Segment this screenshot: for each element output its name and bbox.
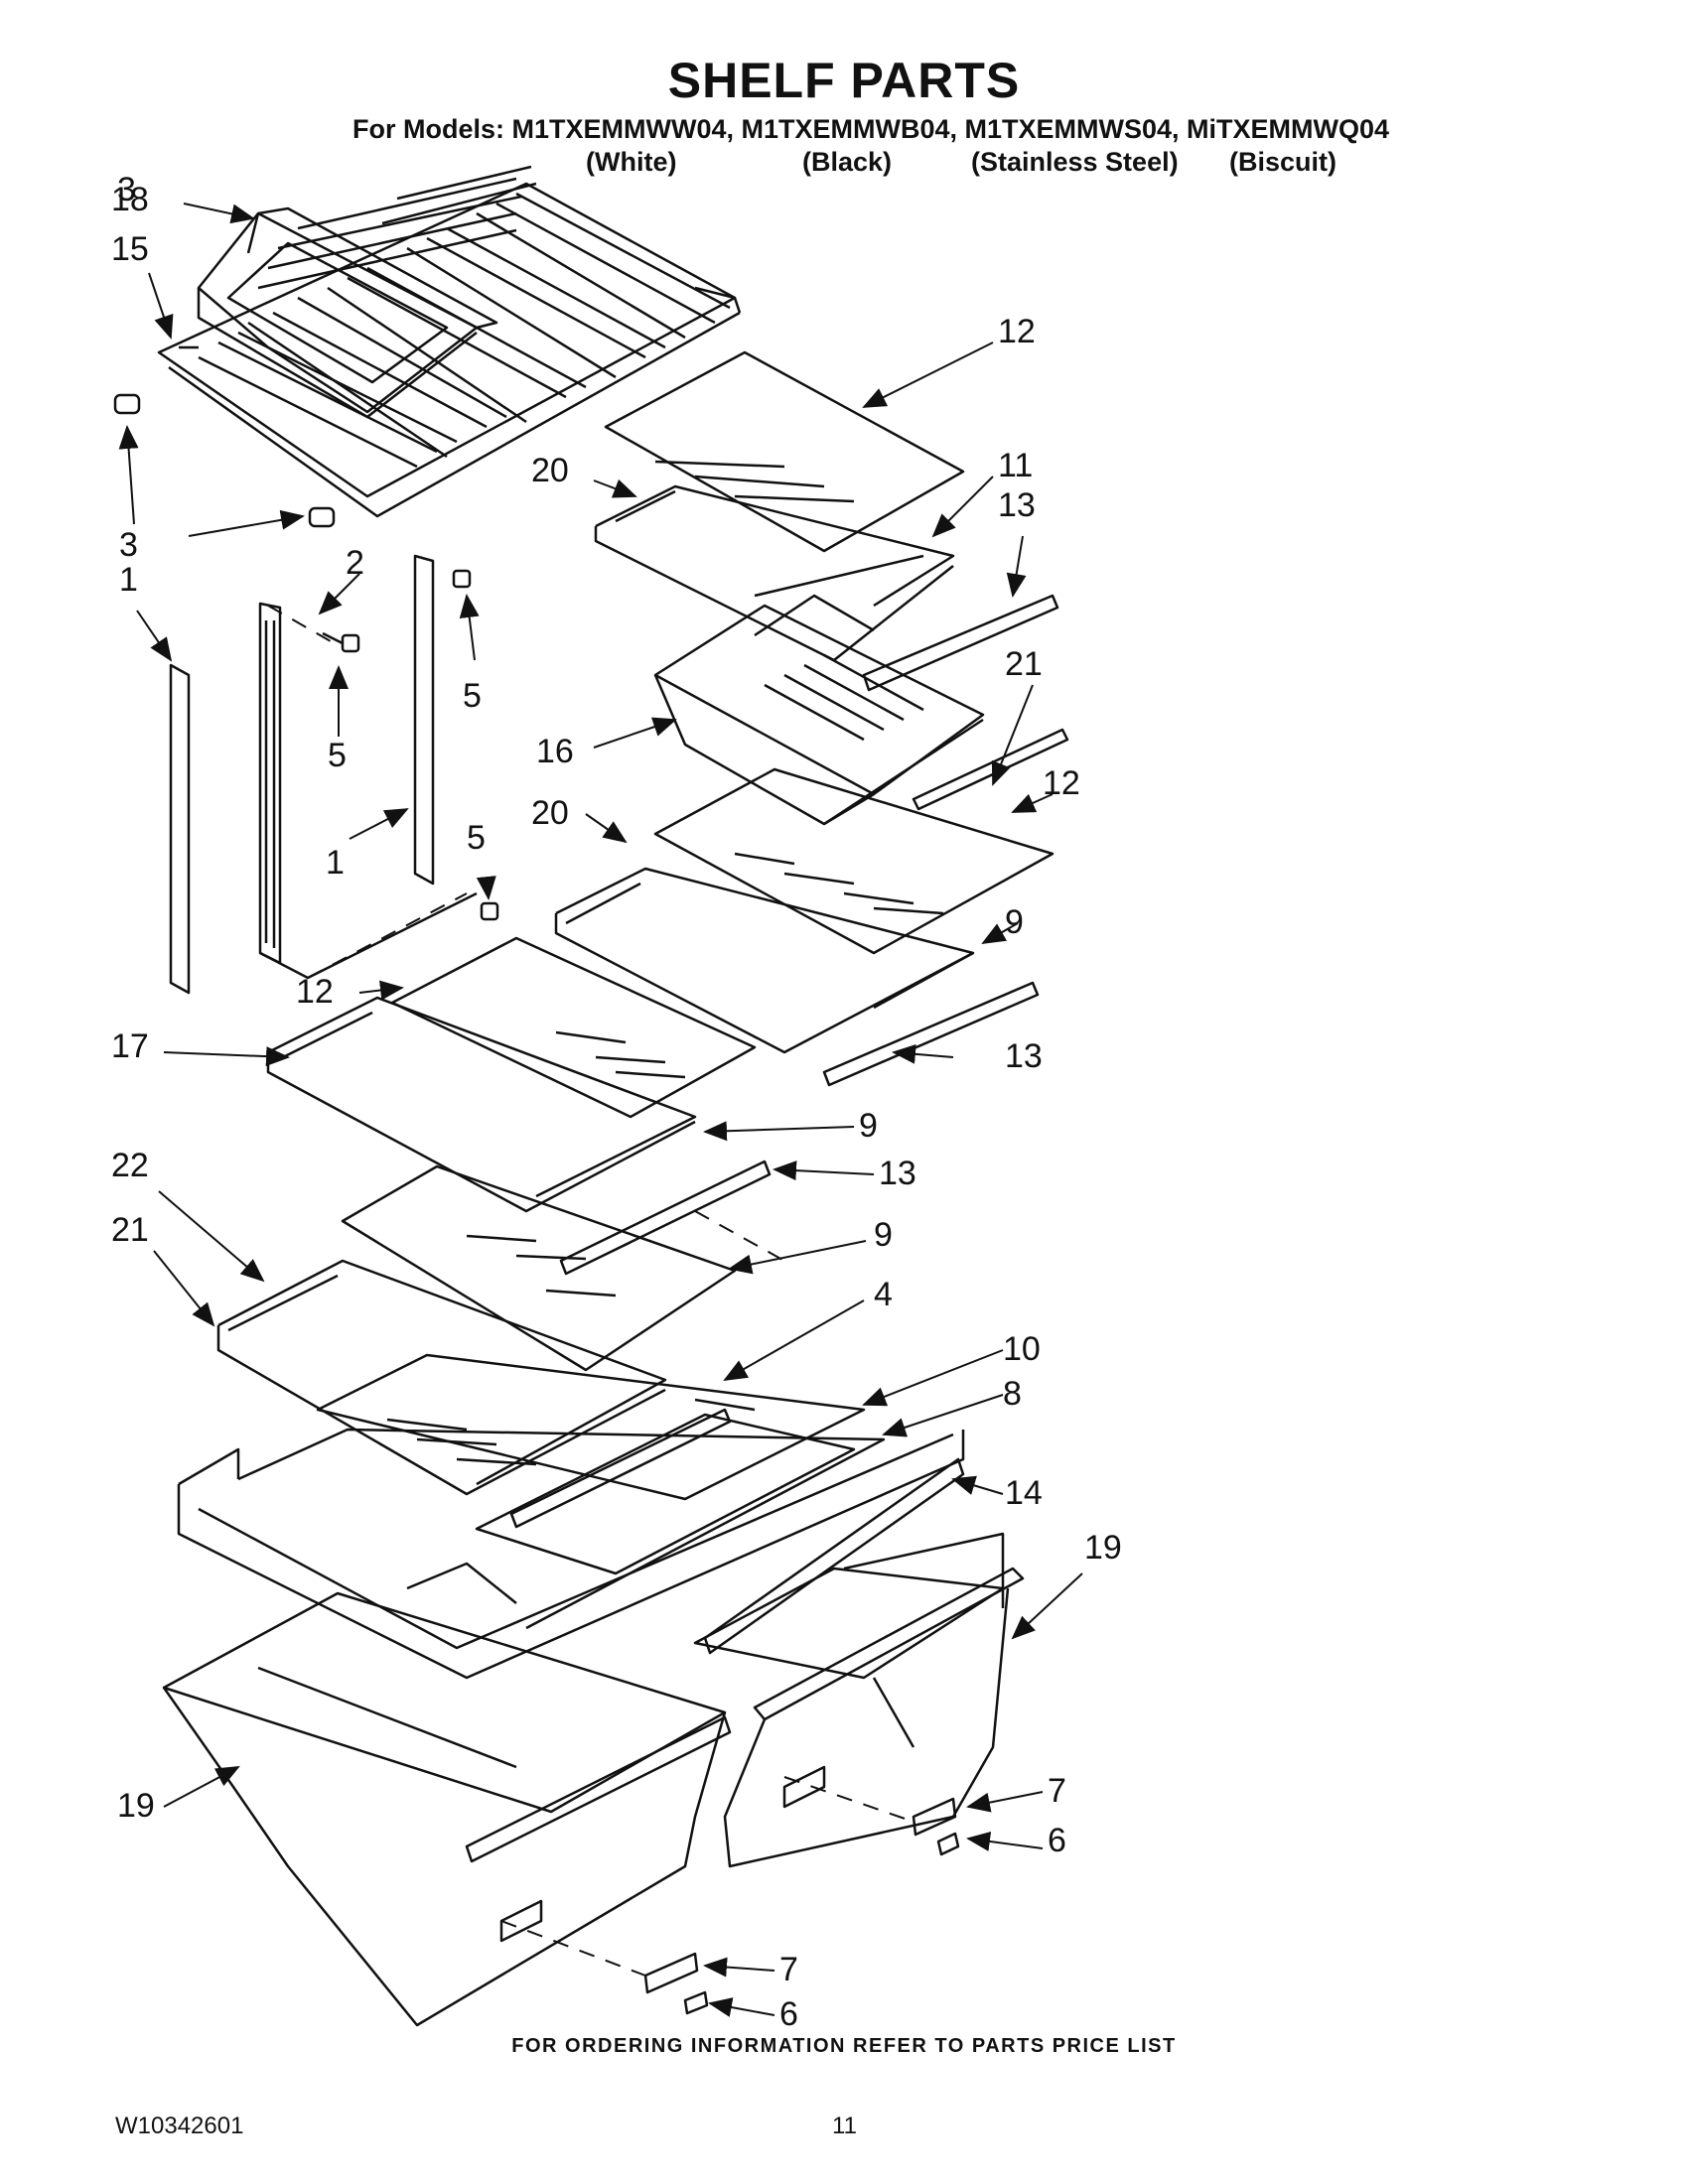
callout-number: 20 (531, 452, 569, 489)
page-title: SHELF PARTS (667, 53, 1021, 108)
callout-number: 12 (296, 973, 334, 1011)
glass-shelf-left (390, 936, 757, 1119)
callout-number: 19 (117, 1787, 155, 1825)
callout-number: 3 (117, 171, 136, 208)
variant-biscuit: (Biscuit) (1229, 147, 1336, 177)
callout-number: 19 (1084, 1529, 1122, 1567)
callout-number: 13 (879, 1155, 916, 1192)
callout-number: 15 (111, 230, 149, 268)
shelf-support-pins (113, 393, 336, 528)
shelf-ladders (169, 554, 478, 995)
callout-number: 5 (463, 677, 482, 715)
callout-number: 21 (1005, 645, 1043, 683)
callout-number: 16 (536, 733, 574, 770)
trim-13-a (862, 594, 1059, 692)
callout-number: 17 (111, 1027, 149, 1065)
shelf-frame-17 (266, 996, 697, 1213)
shelf-frame-mid (554, 867, 975, 1054)
glass-10 (316, 1353, 866, 1501)
callout-number: 6 (779, 1995, 798, 2033)
wire-shelf (157, 165, 742, 518)
callout-number: 9 (874, 1216, 893, 1254)
callout-number: 2 (346, 544, 364, 582)
ordering-info-note: FOR ORDERING INFORMATION REFER TO PARTS … (511, 2035, 1177, 2057)
callout-number: 5 (328, 737, 347, 774)
callout-number: 13 (1005, 1037, 1043, 1075)
trim-13-c (559, 1160, 772, 1276)
trim-13-b (822, 981, 1040, 1087)
callout-number: 13 (998, 486, 1036, 524)
variant-white: (White) (586, 147, 677, 177)
callout-number: 9 (1005, 903, 1024, 941)
meat-pan (653, 594, 985, 826)
callout-number: 12 (1043, 764, 1080, 802)
callout-number: 8 (1003, 1375, 1022, 1413)
crisper-cover-frame (177, 1428, 965, 1680)
callout-number: 1 (326, 844, 345, 882)
callout-number: 12 (998, 313, 1036, 350)
callout-number: 20 (531, 794, 569, 832)
deli-bin (197, 206, 498, 419)
variant-stainless: (Stainless Steel) (971, 147, 1179, 177)
trim-21-a (912, 728, 1069, 811)
shelf-frame-22 (216, 1259, 667, 1496)
crisper-glass-insert (475, 1408, 856, 1575)
screws (322, 569, 499, 921)
crisper-drawer-left (162, 1591, 732, 2027)
models-line: For Models: M1TXEMMWW04, M1TXEMMWB04, M1… (352, 114, 1390, 144)
divider-rail (703, 1457, 965, 1655)
callout-number: 21 (111, 1211, 149, 1249)
shelf-frame-upper (594, 484, 955, 662)
glass-shelf-top (604, 350, 965, 553)
crisper-drawer-right (693, 1532, 1025, 1868)
callout-number: 1 (119, 561, 138, 599)
callout-number: 7 (1048, 1772, 1066, 1810)
callout-number: 22 (111, 1147, 149, 1184)
glass-21 (341, 1164, 737, 1372)
variant-black: (Black) (802, 147, 893, 177)
callout-number: 3 (119, 526, 138, 564)
document-number: W10342601 (115, 2113, 244, 2139)
callout-number: 10 (1003, 1330, 1041, 1368)
callout-number: 4 (874, 1276, 893, 1313)
callout-number: 9 (859, 1107, 878, 1145)
callout-number: 7 (779, 1951, 798, 1988)
callout-number: 18 (111, 181, 149, 218)
drawer-labels (643, 1797, 960, 2015)
page-number: 11 (832, 2113, 857, 2139)
callout-number: 6 (1048, 1822, 1066, 1859)
callout-number: 14 (1005, 1474, 1043, 1512)
glass-shelf-mid (653, 767, 1055, 955)
callout-number: 5 (467, 819, 486, 857)
callout-number: 11 (998, 447, 1033, 484)
